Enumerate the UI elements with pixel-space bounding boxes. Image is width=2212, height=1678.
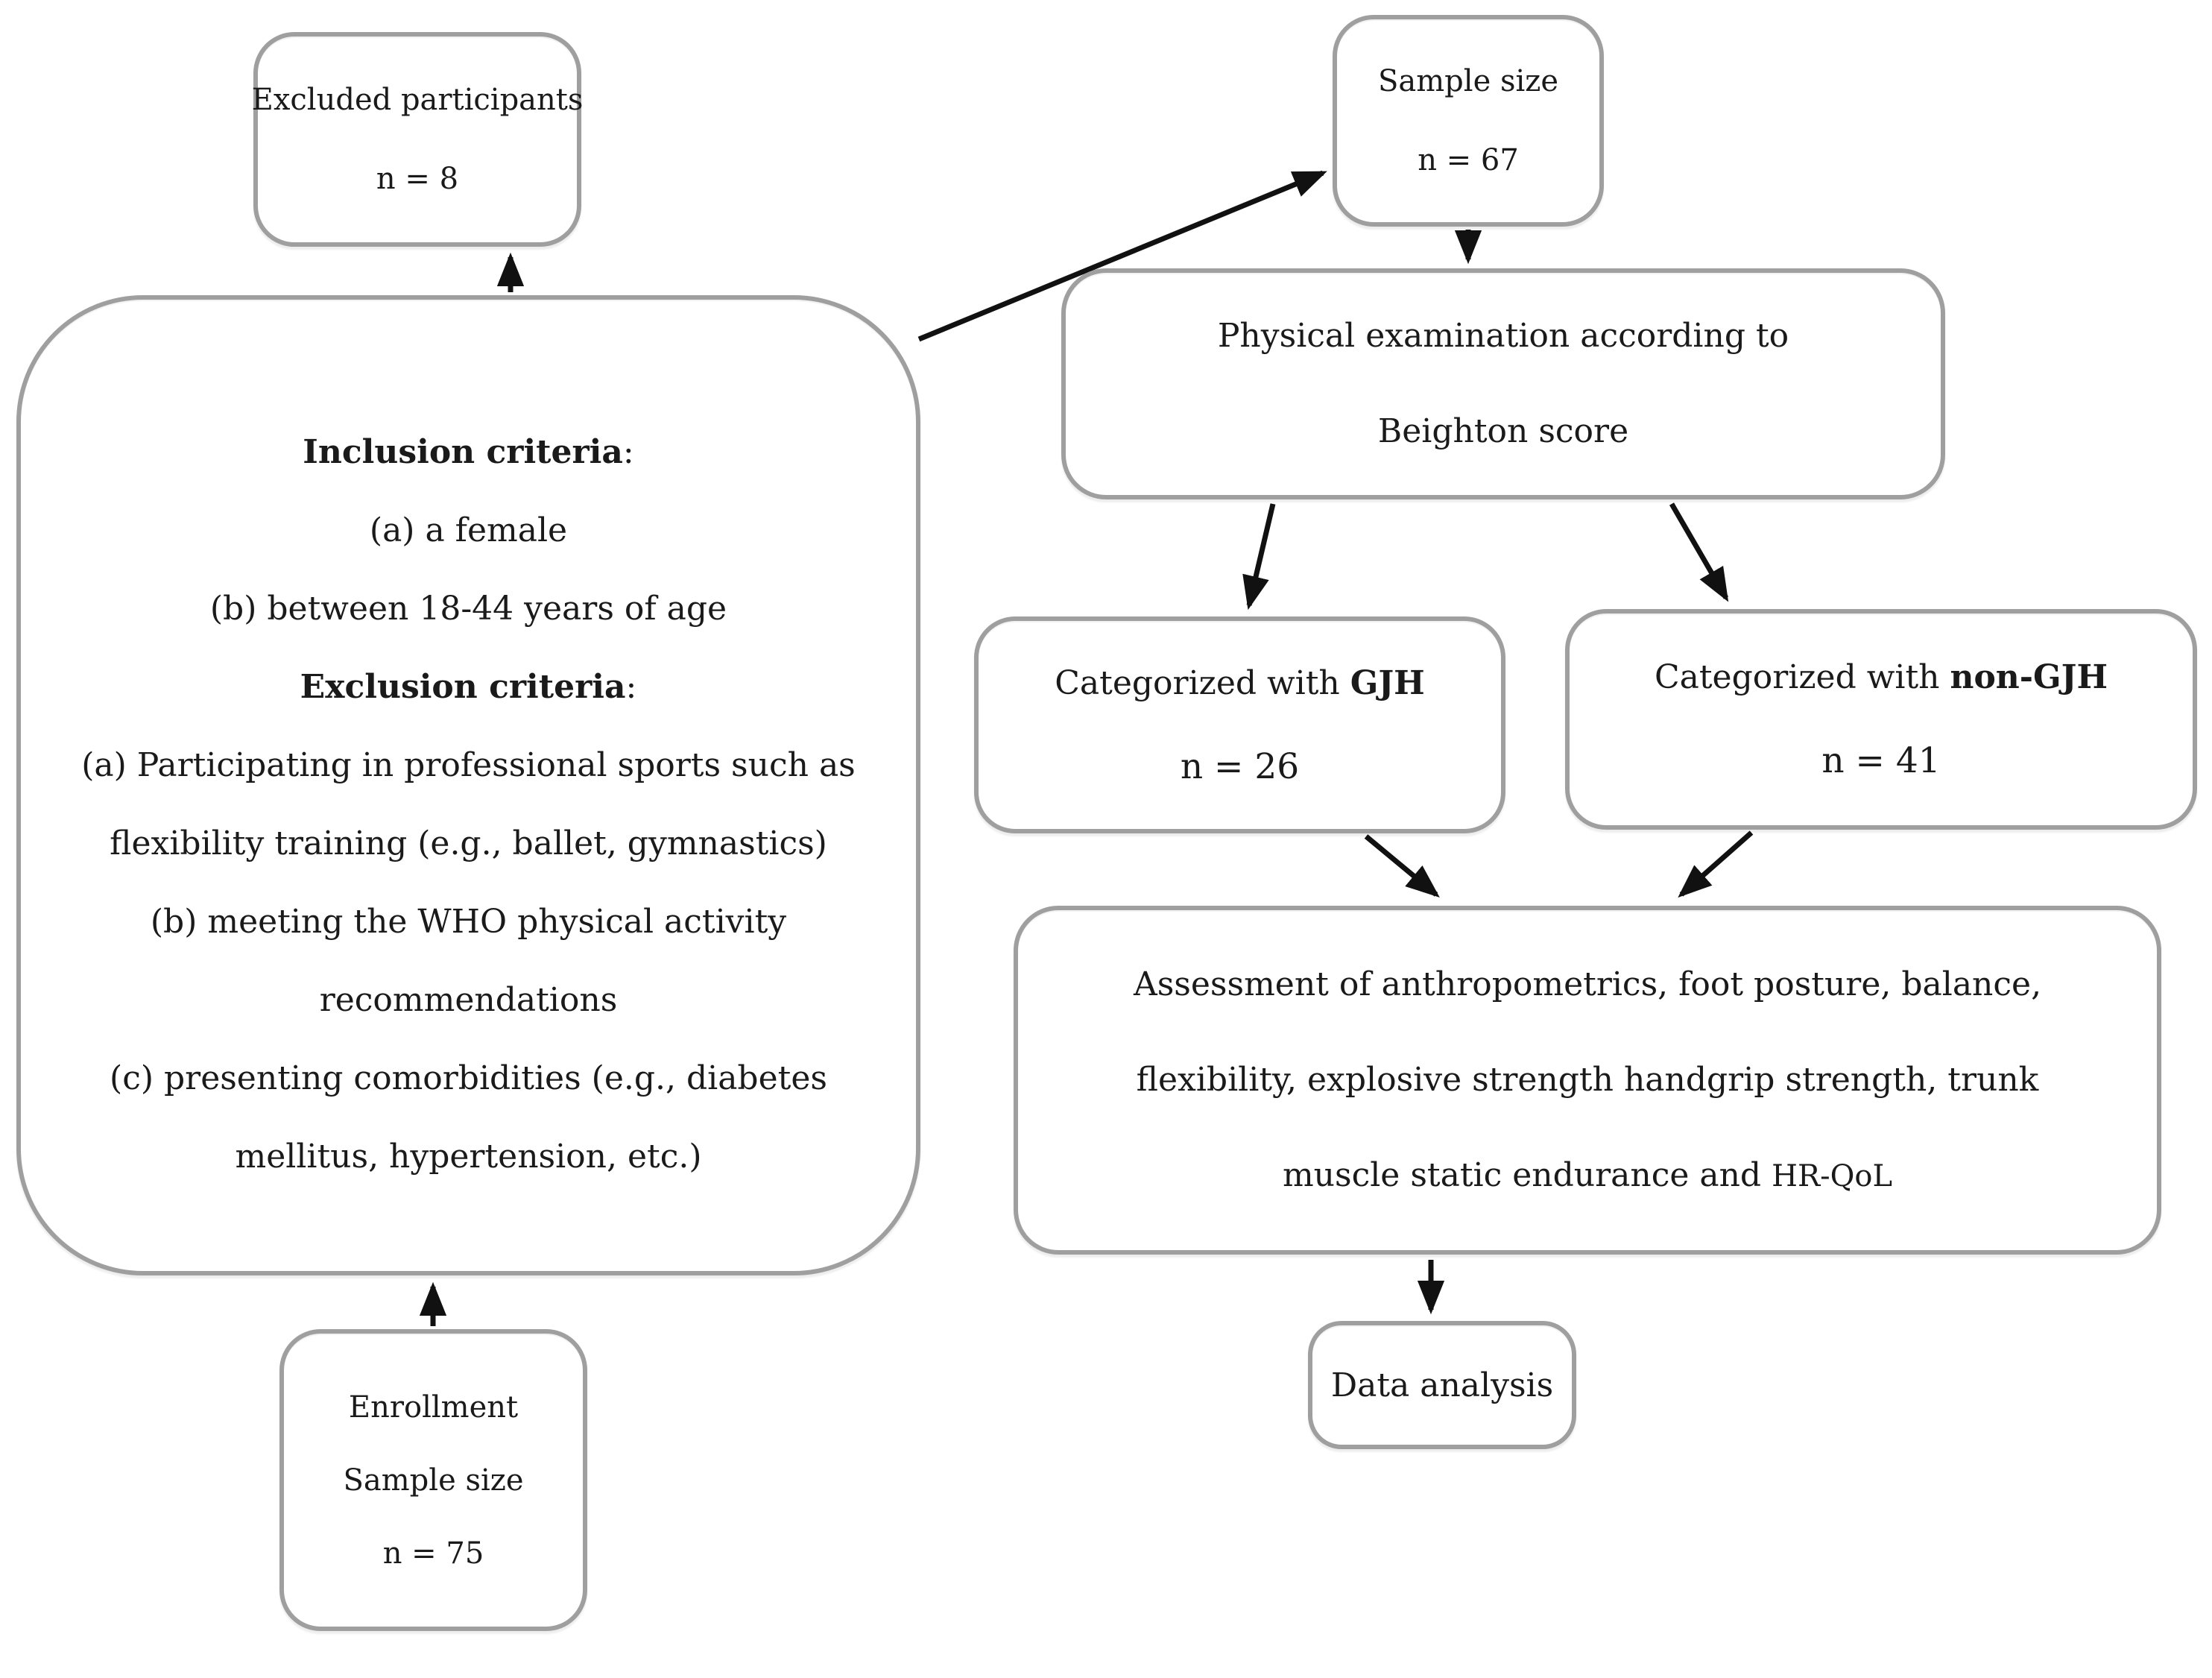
excluded-count: n = 8 xyxy=(376,162,459,196)
assessment-line2: flexibility, explosive strength handgrip… xyxy=(1136,1060,2039,1099)
assessment-line3: muscle static endurance and HR-QoL xyxy=(1282,1155,1893,1194)
excluded-participants-box: Excluded participants n = 8 xyxy=(251,32,584,247)
non-gjh-label: Categorized with non-GJH xyxy=(1654,658,2108,696)
enrollment-box: Enrollment Sample size n = 75 xyxy=(279,1329,587,1631)
criteria-line: (b) between 18-44 years of age xyxy=(209,589,727,628)
non-gjh-count: n = 41 xyxy=(1821,740,1941,781)
criteria-line: (c) presenting comorbidities (e.g., diab… xyxy=(110,1059,827,1097)
gjh-count: n = 26 xyxy=(1180,745,1300,787)
criteria-line: (b) meeting the WHO physical activity xyxy=(150,902,787,941)
criteria-line-exclusion-heading: Exclusion criteria: xyxy=(300,667,637,706)
criteria-line-inclusion-heading: Inclusion criteria: xyxy=(303,432,634,471)
enrollment-label: Enrollment xyxy=(348,1390,519,1425)
physical-exam-line1: Physical examination according to xyxy=(1217,317,1789,355)
arrow-exam-to-gjh xyxy=(1242,503,1276,611)
hrqol-acronym: HR-QoL xyxy=(1772,1158,1893,1193)
criteria-line: (a) a female xyxy=(369,511,568,549)
arrow-nongjh-to-assessment xyxy=(1678,830,1754,898)
criteria-line: mellitus, hypertension, etc.) xyxy=(235,1137,702,1176)
criteria-line: flexibility training (e.g., ballet, gymn… xyxy=(110,824,827,862)
arrow-gjh-to-assessment xyxy=(1364,834,1440,898)
criteria-line: (a) Participating in professional sports… xyxy=(81,745,856,784)
assessment-line1: Assessment of anthropometrics, foot post… xyxy=(1133,965,2042,1003)
enrollment-sample-label: Sample size xyxy=(343,1463,524,1498)
excluded-label: Excluded participants xyxy=(251,83,584,117)
sample-size-label: Sample size xyxy=(1377,64,1559,98)
data-analysis-label: Data analysis xyxy=(1330,1366,1554,1404)
sample-size-count: n = 67 xyxy=(1418,143,1519,177)
assessment-box: Assessment of anthropometrics, foot post… xyxy=(1014,906,2161,1255)
criteria-line: recommendations xyxy=(319,980,618,1019)
gjh-label: Categorized with GJH xyxy=(1055,663,1425,702)
sample-size-box: Sample size n = 67 xyxy=(1333,15,1604,227)
non-gjh-group-box: Categorized with non-GJH n = 41 xyxy=(1565,609,2197,830)
data-analysis-box: Data analysis xyxy=(1308,1321,1576,1449)
criteria-box: Inclusion criteria: (a) a female (b) bet… xyxy=(16,295,920,1275)
physical-exam-line2: Beighton score xyxy=(1377,412,1629,450)
physical-exam-box: Physical examination according to Beight… xyxy=(1061,268,1945,499)
enrollment-count: n = 75 xyxy=(382,1536,484,1571)
arrow-exam-to-nongjh xyxy=(1669,502,1729,602)
gjh-group-box: Categorized with GJH n = 26 xyxy=(974,616,1505,833)
